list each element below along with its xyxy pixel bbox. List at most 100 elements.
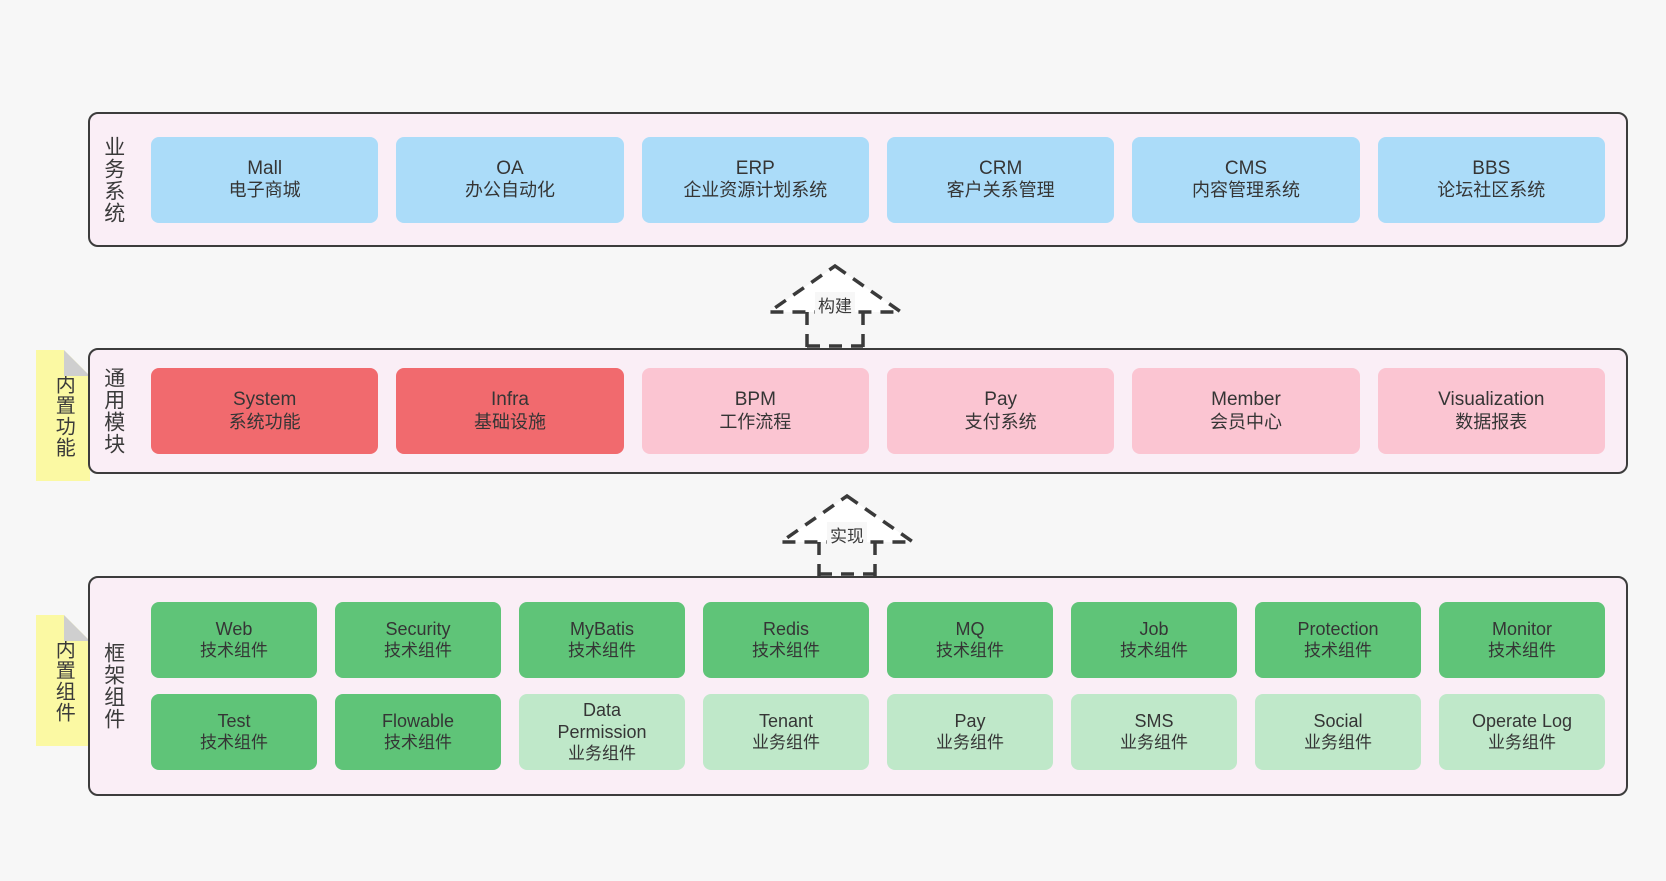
node-subtitle: 业务组件	[936, 732, 1004, 752]
node-subtitle: 技术组件	[1488, 640, 1556, 660]
node-web[interactable]: Web 技术组件	[151, 602, 317, 678]
implement-arrow-icon	[775, 493, 919, 576]
connector-implement: 实现	[772, 492, 922, 576]
node-subtitle: 基础设施	[473, 411, 546, 432]
layer-body-common-module: System 系统功能 Infra 基础设施 BPM 工作流程 Pay 支付系统…	[136, 350, 1626, 472]
node-security[interactable]: Security 技术组件	[335, 602, 501, 678]
node-subtitle: 技术组件	[200, 640, 268, 660]
node-title: Pay	[954, 710, 986, 731]
node-subtitle: 业务组件	[1304, 732, 1372, 752]
node-title: Operate Log	[1471, 710, 1573, 731]
node-title: Protection	[1297, 618, 1379, 639]
connector-implement-label: 实现	[827, 522, 867, 547]
node-subtitle: 技术组件	[1120, 640, 1188, 660]
layer-label-business-system: 业务系统	[101, 135, 125, 224]
node-cms[interactable]: CMS 内容管理系统	[1132, 136, 1360, 223]
node-subtitle: 技术组件	[384, 732, 452, 752]
node-mall[interactable]: Mall 电子商城	[151, 136, 379, 223]
node-social[interactable]: Social 业务组件	[1255, 694, 1421, 770]
node-subtitle: 技术组件	[1304, 640, 1372, 660]
node-sms[interactable]: SMS 业务组件	[1071, 694, 1237, 770]
node-title: Data Permission	[557, 699, 647, 742]
node-test[interactable]: Test 技术组件	[151, 694, 317, 770]
framework-row-business: Test 技术组件 Flowable 技术组件 Data Permission …	[142, 694, 1614, 770]
connector-build: 构建	[760, 262, 910, 348]
node-title: Infra	[490, 389, 529, 411]
node-title: Flowable	[381, 710, 455, 731]
node-oa[interactable]: OA 办公自动化	[396, 136, 624, 223]
node-bpm[interactable]: BPM 工作流程	[641, 368, 869, 454]
node-member[interactable]: Member 会员中心	[1132, 368, 1360, 454]
node-subtitle: 系统功能	[228, 411, 301, 432]
layer-body-framework-component: Web 技术组件 Security 技术组件 MyBatis 技术组件 Redi…	[136, 578, 1626, 794]
node-protection[interactable]: Protection 技术组件	[1255, 602, 1421, 678]
layer-label-framework-component: 框架组件	[101, 642, 125, 730]
node-title: CMS	[1224, 157, 1268, 179]
node-title: SMS	[1134, 710, 1174, 731]
node-pay-component[interactable]: Pay 业务组件	[887, 694, 1053, 770]
node-title: Security	[385, 618, 451, 639]
node-crm[interactable]: CRM 客户关系管理	[886, 136, 1115, 223]
layer-common-module: 通用模块 System 系统功能 Infra 基础设施 BPM 工作流程 Pay…	[88, 348, 1628, 474]
node-erp[interactable]: ERP 企业资源计划系统	[641, 136, 869, 223]
node-title: Member	[1211, 389, 1281, 411]
node-subtitle: 业务组件	[1488, 732, 1556, 752]
framework-row-technical: Web 技术组件 Security 技术组件 MyBatis 技术组件 Redi…	[142, 602, 1614, 678]
note-fold-icon	[64, 350, 90, 376]
node-title: Visualization	[1438, 389, 1545, 411]
node-subtitle: 业务组件	[568, 743, 636, 763]
node-visualization[interactable]: Visualization 数据报表	[1377, 368, 1605, 454]
node-subtitle: 技术组件	[200, 732, 268, 752]
layer-business-system: 业务系统 Mall 电子商城 OA 办公自动化 ERP 企业资源计划系统 CRM…	[88, 112, 1628, 247]
node-redis[interactable]: Redis 技术组件	[703, 602, 869, 678]
node-data-permission[interactable]: Data Permission 业务组件	[519, 694, 685, 770]
node-subtitle: 办公自动化	[464, 180, 555, 201]
note-builtin-component: 内置组件	[36, 615, 90, 746]
note-builtin-function-label: 内置功能	[52, 373, 75, 458]
node-operate-log[interactable]: Operate Log 业务组件	[1439, 694, 1605, 770]
node-subtitle: 企业资源计划系统	[683, 180, 828, 201]
node-title: Test	[217, 710, 251, 731]
node-title: Social	[1313, 710, 1363, 731]
node-pay[interactable]: Pay 支付系统	[886, 368, 1115, 454]
node-title: Web	[215, 618, 253, 639]
node-subtitle: 工作流程	[719, 411, 792, 432]
node-subtitle: 技术组件	[752, 640, 820, 660]
node-subtitle: 支付系统	[964, 411, 1037, 432]
node-title: OA	[496, 157, 524, 179]
node-flowable[interactable]: Flowable 技术组件	[335, 694, 501, 770]
node-subtitle: 客户关系管理	[946, 180, 1055, 201]
node-title: Job	[1139, 618, 1169, 639]
connector-build-label: 构建	[815, 292, 855, 317]
layer-framework-component: 框架组件 Web 技术组件 Security 技术组件 MyBatis 技术组件…	[88, 576, 1628, 796]
layer-label-common-module: 通用模块	[101, 367, 125, 455]
node-subtitle: 电子商城	[228, 180, 301, 201]
node-title: Monitor	[1491, 618, 1553, 639]
node-title: Mall	[247, 157, 283, 179]
node-job[interactable]: Job 技术组件	[1071, 602, 1237, 678]
node-subtitle: 论坛社区系统	[1437, 180, 1546, 201]
node-title: Redis	[762, 618, 810, 639]
node-monitor[interactable]: Monitor 技术组件	[1439, 602, 1605, 678]
node-subtitle: 技术组件	[936, 640, 1004, 660]
node-infra[interactable]: Infra 基础设施	[396, 368, 624, 454]
node-tenant[interactable]: Tenant 业务组件	[703, 694, 869, 770]
node-subtitle: 技术组件	[384, 640, 452, 660]
node-mq[interactable]: MQ 技术组件	[887, 602, 1053, 678]
node-mybatis[interactable]: MyBatis 技术组件	[519, 602, 685, 678]
node-title: MQ	[955, 618, 985, 639]
node-system[interactable]: System 系统功能	[151, 368, 379, 454]
node-title: ERP	[735, 157, 775, 179]
node-subtitle: 数据报表	[1455, 411, 1528, 432]
layer-body-business-system: Mall 电子商城 OA 办公自动化 ERP 企业资源计划系统 CRM 客户关系…	[136, 114, 1626, 245]
node-subtitle: 内容管理系统	[1191, 180, 1300, 201]
node-title: System	[232, 389, 297, 411]
node-subtitle: 业务组件	[752, 732, 820, 752]
node-title: MyBatis	[569, 618, 634, 639]
node-bbs[interactable]: BBS 论坛社区系统	[1377, 136, 1605, 223]
node-title: BBS	[1472, 157, 1511, 179]
note-builtin-function: 内置功能	[36, 350, 90, 481]
node-title: Pay	[984, 389, 1018, 411]
node-title: CRM	[979, 157, 1023, 179]
